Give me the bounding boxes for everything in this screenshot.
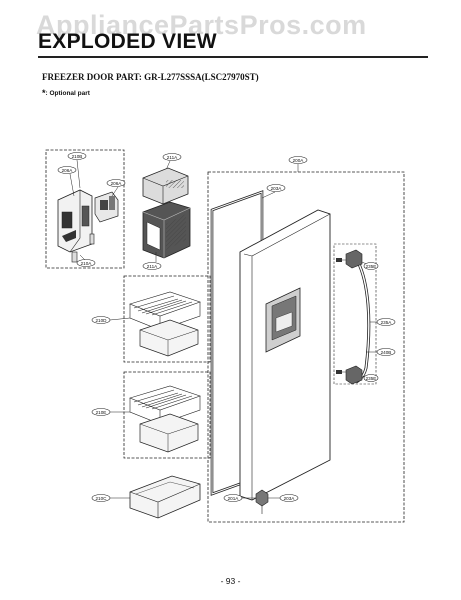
callout-label: 201A [228, 496, 240, 501]
door-panel [239, 209, 331, 501]
optional-part-note-text: : Optional part [45, 90, 90, 97]
callout-203A-bottom: 203A [279, 494, 299, 502]
dispenser-assembly [45, 149, 125, 269]
callout-206A-motor: 206A [106, 179, 126, 187]
callout-210E: 210E [91, 408, 111, 416]
callout-240B: 240B [376, 348, 396, 356]
bin-tray-1 [139, 319, 199, 357]
callout-label: 210B [72, 154, 83, 159]
callout-label: 200A [293, 158, 305, 163]
ice-bucket-assembly [142, 160, 191, 262]
asterisk-icon: * [42, 88, 46, 98]
callout-203A: 203A [266, 184, 286, 192]
title-rule [38, 56, 428, 58]
callout-label: 210D [96, 318, 108, 323]
door-assembly [207, 164, 405, 523]
bin-tray-2 [139, 413, 199, 453]
callout-label: 235E [366, 376, 377, 381]
callout-235E-top: 235E [363, 262, 379, 270]
door-assembly-box [207, 171, 405, 523]
callout-210D: 210D [91, 316, 111, 324]
page-number: - 93 - [220, 576, 241, 586]
dispenser-small-part [71, 251, 78, 263]
handle-bottom-cap [345, 365, 363, 385]
bin-box-2 [123, 371, 211, 459]
callout-label: 210A [81, 261, 93, 266]
optional-part-note: *: Optional part [42, 88, 90, 98]
callout-label: 206A [62, 168, 74, 173]
callout-201A: 201A [223, 494, 243, 502]
callout-label: 235E [366, 264, 377, 269]
page-title: EXPLODED VIEW [38, 30, 217, 53]
callout-label: 203A [271, 186, 283, 191]
callout-211A: 211A [162, 153, 182, 161]
handle-outline-box [333, 243, 377, 385]
callout-206A-dispenser: 206A [57, 166, 77, 174]
callout-235A: 235A [376, 318, 396, 326]
callout-210A: 210A [76, 259, 96, 267]
callout-label: 210C [96, 496, 108, 501]
bottom-bin [129, 475, 201, 519]
callout-200A: 200A [288, 156, 308, 164]
callout-210C: 210C [91, 494, 111, 502]
bin-box-1 [123, 275, 211, 363]
callout-210B: 210B [67, 152, 87, 160]
callout-label: 235A [381, 320, 393, 325]
door-bins-group [109, 275, 211, 519]
callout-label: 203A [284, 496, 296, 501]
callout-label: 206A [111, 181, 123, 186]
callout-label: 211A [167, 155, 178, 160]
part-subtitle: FREEZER DOOR PART: GR-L277SSSA(LSC27970S… [42, 72, 259, 82]
callout-label: 240B [381, 350, 392, 355]
callout-211A-body: 211A [142, 262, 162, 270]
callout-label: 211A [147, 264, 158, 269]
callout-235E-bottom: 235E [363, 374, 379, 382]
dispenser-group-box [45, 149, 125, 269]
callout-label: 210E [96, 410, 107, 415]
wire-shelf-2 [129, 385, 201, 425]
handle-top-cap [345, 249, 363, 269]
watermark: AppliancePartsPros.com [36, 10, 367, 40]
ice-bucket-cover [142, 167, 189, 205]
bottom-hinge-part [255, 489, 269, 507]
